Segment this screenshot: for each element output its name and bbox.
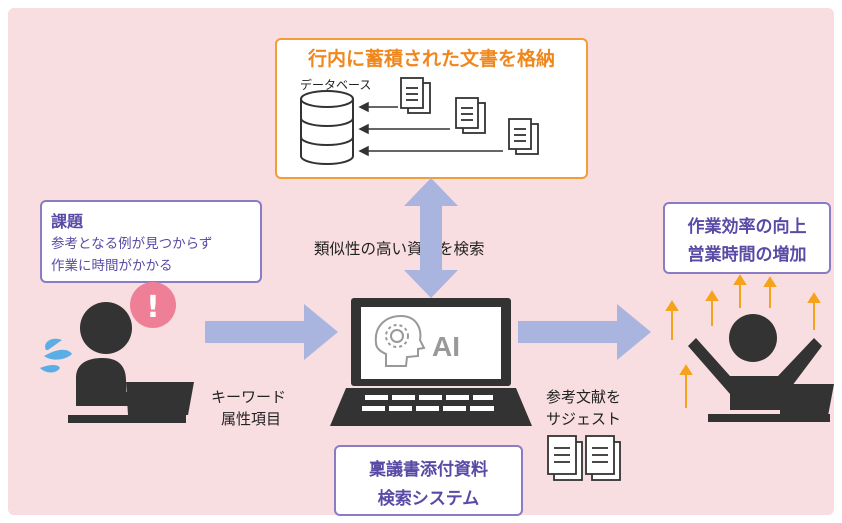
document-icon — [400, 77, 431, 114]
sweat-icon — [40, 338, 72, 373]
document-icon — [585, 435, 621, 481]
database-icon — [300, 90, 354, 165]
document-icon — [547, 435, 583, 481]
system-box: 稟議書添付資料 検索システム — [334, 445, 523, 516]
issue-box: 課題 参考となる例が見つからず 作業に時間がかかる — [40, 200, 262, 283]
output-label-2: サジェスト — [546, 410, 622, 428]
database-box: 行内に蓄積された文書を格納 データベース — [275, 38, 588, 179]
database-label: データベース — [300, 78, 372, 92]
ai-screen-text: AI — [432, 331, 460, 362]
search-double-arrow — [404, 178, 458, 298]
diagram-background: 行内に蓄積された文書を格納 データベース 課題 参考となる例が見つからず 作業に… — [8, 8, 834, 516]
output-label-1: 参考文献を — [546, 388, 622, 406]
up-arrow-icon — [665, 274, 821, 408]
document-icon — [455, 97, 486, 134]
issue-title: 課題 — [51, 212, 84, 231]
input-label-1: キーワード — [211, 388, 287, 406]
input-label-2: 属性項目 — [221, 410, 282, 428]
laptop-icon — [330, 298, 532, 426]
alert-icon: ! — [130, 282, 176, 328]
system-line-2: 検索システム — [377, 489, 480, 509]
output-arrow — [518, 304, 651, 360]
system-line-1: 稟議書添付資料 — [369, 460, 488, 480]
document-icon — [508, 118, 539, 155]
effect-line-2: 営業時間の増加 — [687, 245, 807, 265]
diagram-graphics: AI ! — [40, 77, 834, 481]
db-input-arrows — [358, 101, 503, 157]
person-icon — [688, 314, 834, 422]
database-box-title: 行内に蓄積された文書を格納 — [307, 48, 555, 70]
person-icon — [68, 302, 194, 423]
effect-line-1: 作業効率の向上 — [687, 217, 807, 237]
ai-brain-icon — [374, 314, 426, 367]
issue-line-1: 参考となる例が見つからず — [51, 236, 213, 252]
issue-line-2: 作業に時間がかかる — [51, 258, 173, 274]
effect-box: 作業効率の向上 営業時間の増加 — [663, 202, 831, 274]
svg-text:!: ! — [146, 290, 160, 325]
input-arrow — [205, 304, 338, 360]
